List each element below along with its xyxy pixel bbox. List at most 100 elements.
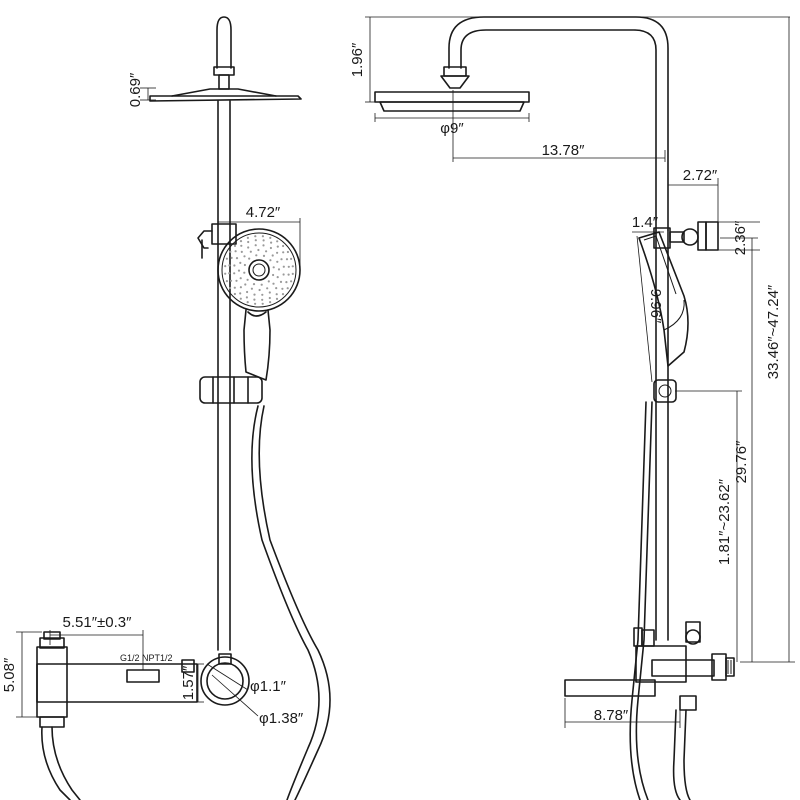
nozzle-dot [224, 272, 227, 275]
front-holder-bracket [211, 223, 237, 245]
nozzle-dot [247, 240, 250, 244]
nozzle-dot [291, 265, 294, 268]
nozzle-dot [282, 244, 285, 248]
nozzle-dot [269, 236, 272, 239]
nozzle-dot [225, 280, 228, 283]
label-head-thickness: 0.69″ [127, 72, 144, 107]
nozzle-dot [272, 282, 275, 285]
label-holder-depth: 2.36″ [732, 220, 749, 255]
front-riser-top-cap [216, 16, 232, 69]
label-slider-range: 1.81″~23.62″ [716, 478, 733, 565]
nozzle-dot [261, 302, 264, 305]
nozzle-dot [239, 297, 242, 300]
nozzle-dot [243, 271, 246, 274]
nozzle-dot [249, 250, 252, 253]
front-head-neck [218, 74, 230, 90]
nozzle-dot [234, 250, 237, 253]
label-pipe-outer: φ1.38″ [259, 710, 304, 727]
nozzle-dot [268, 296, 271, 300]
side-rain-head [374, 91, 530, 103]
nozzle-dot [245, 296, 248, 299]
nozzle-dot [253, 298, 256, 301]
nozzle-dot [239, 286, 242, 289]
nozzle-dot [267, 280, 270, 283]
nozzle-dot [258, 288, 261, 292]
nozzle-dot [243, 263, 246, 267]
dimension-labels: 0.69″ 1.96″ φ9″ 13.78″ 2.72″ 2.36″ 4.72″… [1, 42, 782, 727]
nozzle-dot [229, 250, 232, 253]
nozzle-dot [246, 301, 249, 304]
nozzle-dot [224, 265, 227, 268]
nozzle-dot [291, 272, 294, 275]
nozzle-dot [237, 269, 241, 272]
nozzle-dot [282, 273, 285, 276]
side-overhead-arm [448, 16, 669, 231]
nozzle-dot [287, 273, 290, 276]
nozzle-dot [239, 292, 242, 295]
nozzle-dot [239, 277, 242, 280]
nozzle-dot [233, 264, 236, 267]
label-riser-height: 29.76″ [733, 440, 750, 484]
nozzle-dot [282, 265, 285, 268]
side-mixer-body [564, 621, 735, 800]
nozzle-dot [270, 241, 273, 244]
nozzle-dot [240, 244, 243, 247]
nozzle-dot [254, 302, 257, 305]
side-slider [653, 379, 677, 403]
nozzle-dot [269, 246, 272, 250]
label-mixer-height: 5.08″ [1, 657, 18, 692]
nozzle-dot [269, 301, 272, 304]
nozzle-dot [279, 280, 283, 283]
label-handheld-length: 9.96″ [647, 289, 664, 324]
handheld-shower-head [217, 228, 301, 381]
front-mixer-body [36, 631, 198, 800]
nozzle-dot [266, 287, 269, 290]
nozzle-dot [229, 286, 232, 290]
nozzle-dot [276, 245, 279, 248]
nozzle-dot [228, 272, 231, 275]
nozzle-dot [250, 287, 253, 290]
nozzle-dot [243, 255, 246, 258]
nozzle-dot [280, 258, 283, 261]
nozzle-dot [262, 254, 266, 257]
nozzle-dot [230, 256, 233, 259]
front-view [36, 16, 331, 800]
nozzle-dot [235, 257, 239, 260]
nozzle-dot [260, 283, 263, 286]
front-hose [258, 405, 331, 800]
label-handheld-width: 4.72″ [246, 204, 281, 221]
nozzle-dot [272, 273, 275, 277]
nozzle-dot [275, 297, 279, 300]
nozzle-dot [287, 265, 290, 268]
nozzle-dot [276, 240, 279, 243]
label-head-diameter: φ9″ [440, 120, 464, 137]
nozzle-dot [275, 293, 278, 296]
nozzle-dot [239, 240, 243, 243]
side-wall-bracket [653, 221, 719, 251]
side-spout [564, 679, 656, 697]
nozzle-dot [285, 258, 289, 261]
nozzle-dot [286, 287, 289, 290]
nozzle-dot [276, 260, 279, 263]
nozzle-dot [276, 276, 279, 279]
nozzle-dot [268, 291, 271, 294]
nozzle-dot [271, 254, 274, 257]
label-mixer-width: 5.51″±0.3″ [63, 614, 133, 631]
nozzle-dot [290, 257, 293, 260]
nozzle-dot [276, 251, 279, 254]
nozzle-dot [261, 298, 264, 301]
nozzle-dot [261, 293, 264, 296]
nozzle-dot [262, 244, 265, 247]
nozzle-dot [248, 257, 251, 260]
side-hose [635, 401, 653, 800]
front-rain-head [149, 95, 302, 102]
nozzle-dot [246, 278, 249, 281]
side-handheld-shower [638, 231, 689, 367]
nozzle-dot [233, 244, 237, 247]
nozzle-dot [247, 246, 250, 249]
nozzle-dot [233, 292, 236, 296]
nozzle-dot [254, 235, 257, 238]
label-wall-offset: 2.72″ [683, 167, 718, 184]
nozzle-dot [253, 293, 256, 296]
